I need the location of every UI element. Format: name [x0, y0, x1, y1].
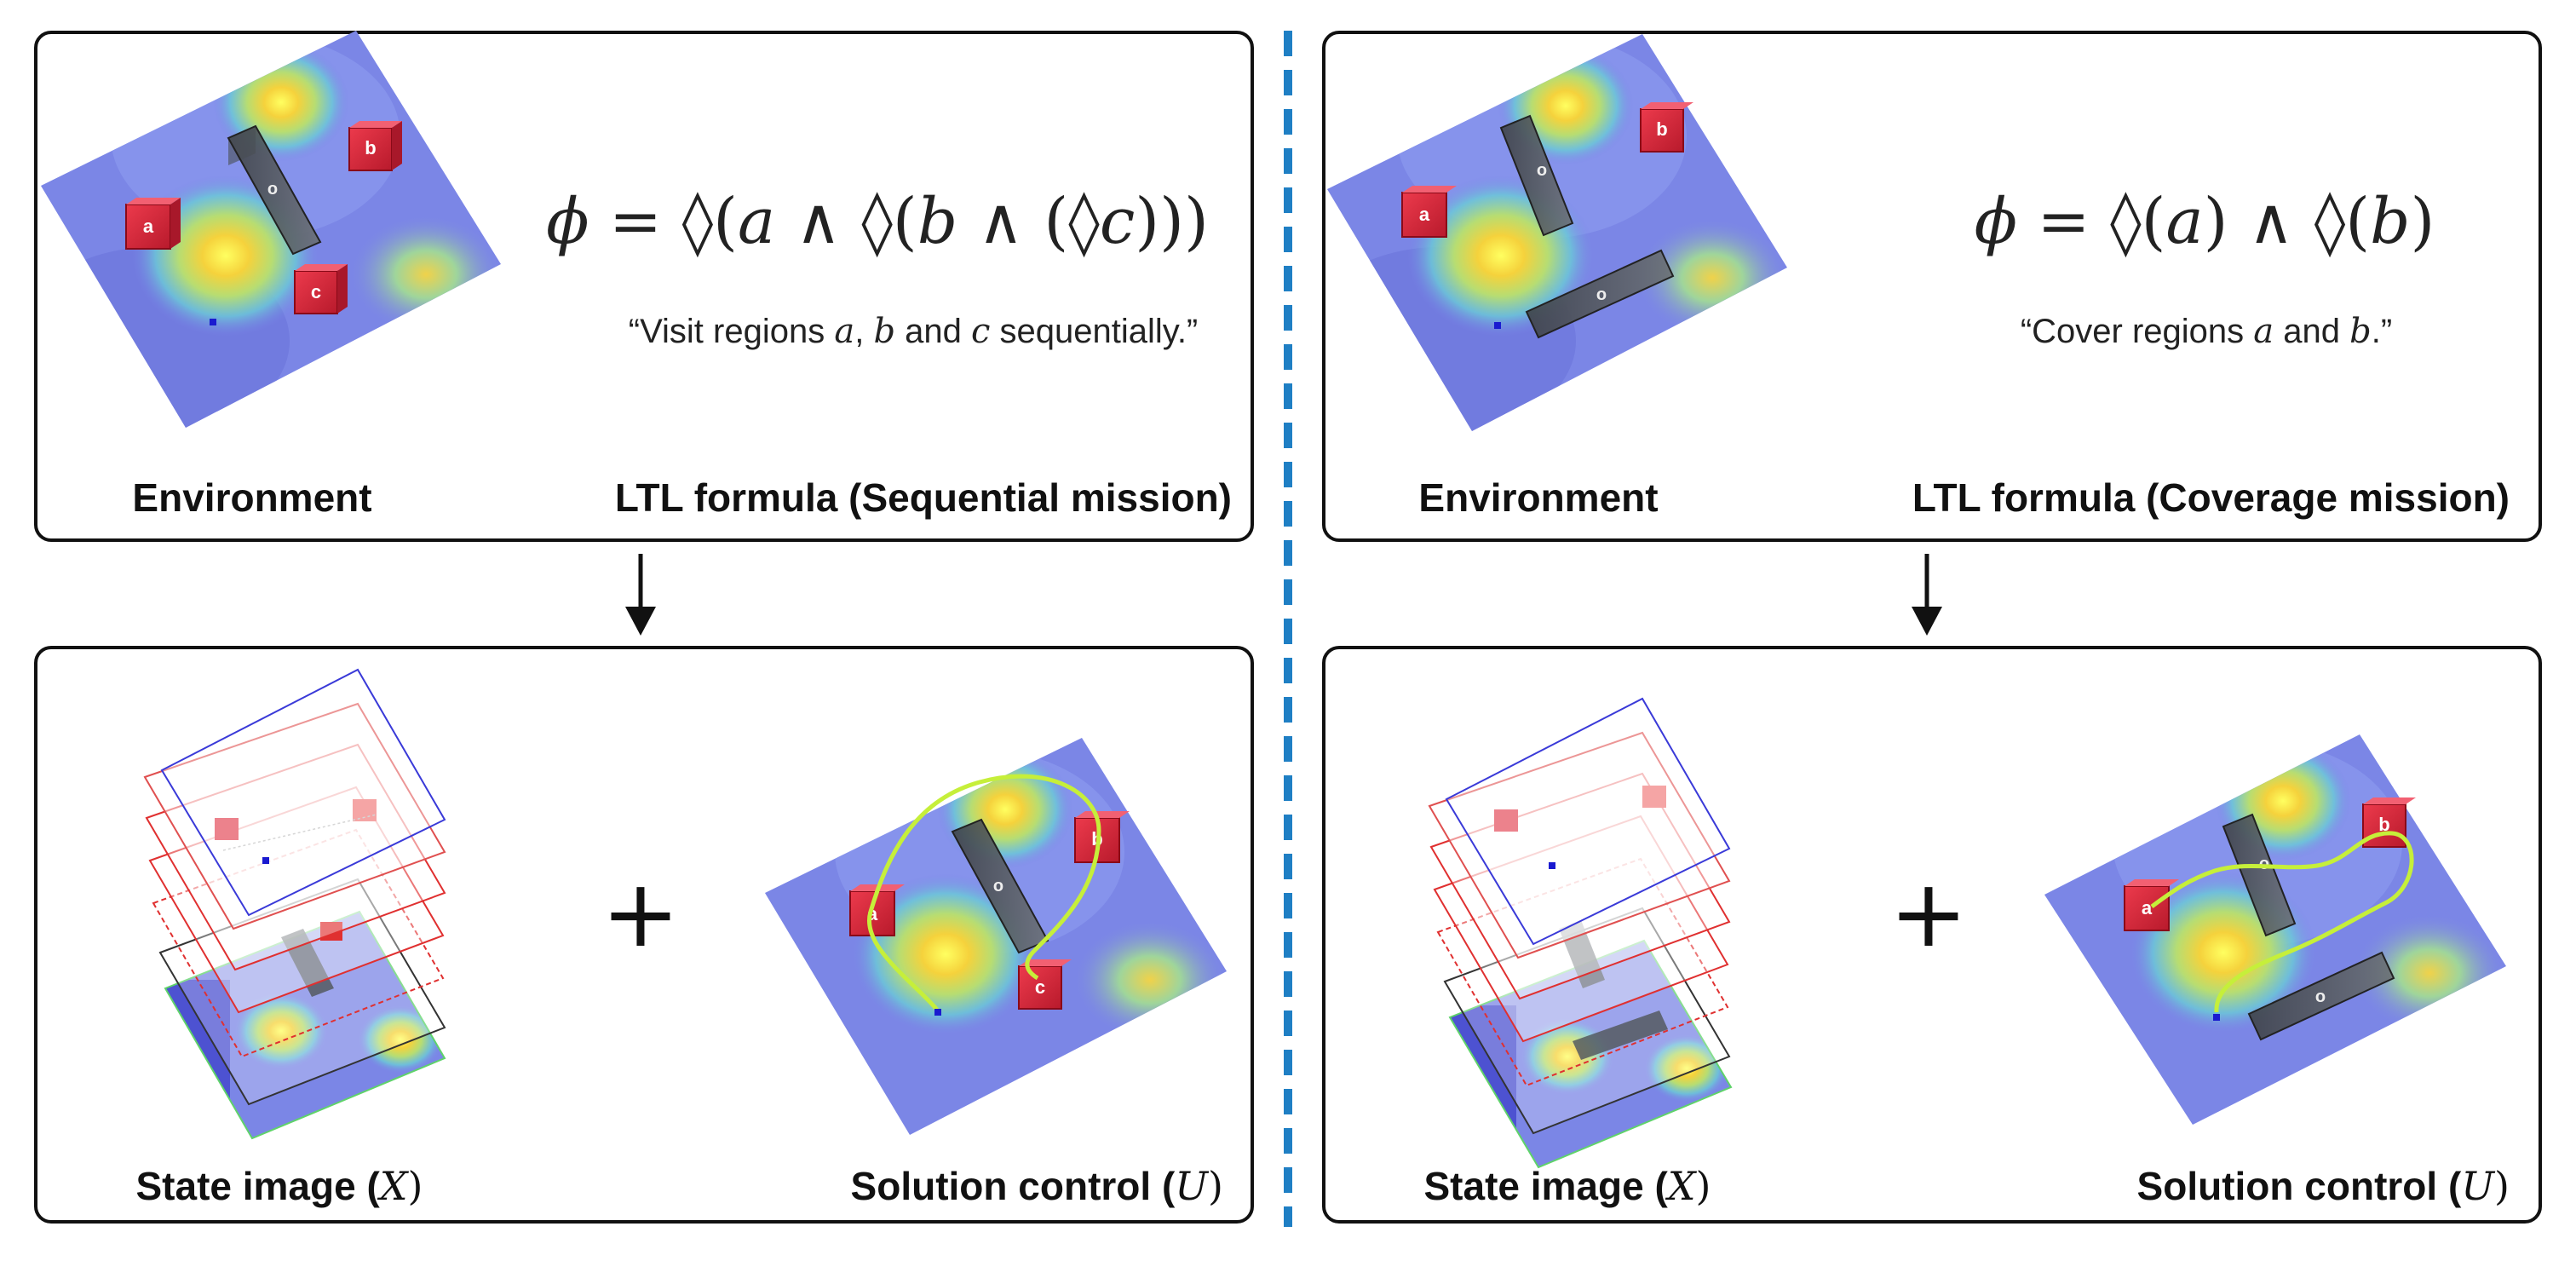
environment-map-left: o a b c	[41, 31, 501, 428]
region-a: a	[125, 198, 181, 250]
region-label: b	[1656, 118, 1667, 140]
solution-control-label-right: Solution control (U)	[2137, 1163, 2510, 1209]
obstacle-label: o	[993, 877, 1003, 895]
obstacle-o-top: o	[1499, 114, 1574, 237]
environment-map-right: o o a b	[1327, 34, 1787, 431]
obstacle-label: o	[1596, 285, 1607, 304]
obstacle-label: o	[2259, 855, 2269, 873]
start-point	[934, 1009, 941, 1016]
region-label: a	[1419, 204, 1430, 225]
plus-sign-right: +	[1889, 859, 1968, 968]
region-label: c	[1035, 976, 1045, 998]
obstacle-label: o	[2315, 987, 2326, 1006]
solution-control-map-left: o a b c	[765, 738, 1227, 1135]
region-label: a	[143, 216, 154, 237]
panel-left-bottom	[34, 646, 1254, 1224]
ltl-formula-left: ϕ = ◊(a ∧ ◊(b ∧ (◊c)))	[546, 185, 1209, 258]
region-label: a	[2142, 897, 2153, 918]
region-label: b	[365, 137, 376, 158]
start-point	[2213, 1014, 2220, 1021]
region-label: c	[311, 281, 321, 302]
obstacle-o-bottom: o	[2247, 951, 2395, 1041]
mission-description-right: “Cover regions a and b.”	[2021, 312, 2392, 351]
panel-right-top	[1322, 31, 2542, 542]
state-image-label-left: State image (X)	[135, 1163, 423, 1209]
region-label: b	[2378, 814, 2389, 835]
ltl-label-right: LTL formula (Coverage mission)	[1912, 475, 2510, 520]
start-point	[1494, 322, 1501, 329]
ltl-formula-right: ϕ = ◊(a) ∧ ◊(b)	[1975, 185, 2435, 258]
environment-label-right: Environment	[1418, 475, 1658, 520]
state-image-label-right: State image (X)	[1423, 1163, 1711, 1209]
region-a: a	[2124, 879, 2179, 931]
obstacle-label: o	[1537, 161, 1547, 180]
solution-control-label-left: Solution control (U)	[851, 1163, 1223, 1209]
trajectory	[866, 774, 1101, 1011]
solution-control-map-right: o o a b	[2044, 734, 2506, 1125]
trajectory	[2150, 831, 2414, 1013]
region-c: c	[1018, 959, 1072, 1010]
panel-right-bottom	[1322, 646, 2542, 1224]
start-point	[210, 319, 216, 325]
obstacle-o: o	[951, 818, 1049, 954]
obstacle-o-top: o	[2222, 813, 2297, 937]
arrow-left	[625, 554, 656, 636]
state-image-stack-right	[1428, 697, 1733, 1169]
panel-left-top	[34, 31, 1254, 542]
obstacle-o: o	[227, 124, 322, 256]
obstacle-label: o	[267, 180, 278, 199]
region-c: c	[294, 264, 348, 314]
ltl-label-left: LTL formula (Sequential mission)	[615, 475, 1232, 520]
mission-description-left: “Visit regions a, b and c sequentially.”	[629, 312, 1199, 351]
state-image-stack-left	[143, 668, 446, 1140]
region-a: a	[1401, 186, 1457, 238]
arrow-right	[1912, 554, 1942, 636]
region-b: b	[348, 121, 402, 171]
obstacle-o-bottom: o	[1525, 249, 1675, 339]
environment-label-left: Environment	[132, 475, 371, 520]
plus-sign-left: +	[601, 859, 680, 968]
region-b: b	[1640, 102, 1693, 153]
